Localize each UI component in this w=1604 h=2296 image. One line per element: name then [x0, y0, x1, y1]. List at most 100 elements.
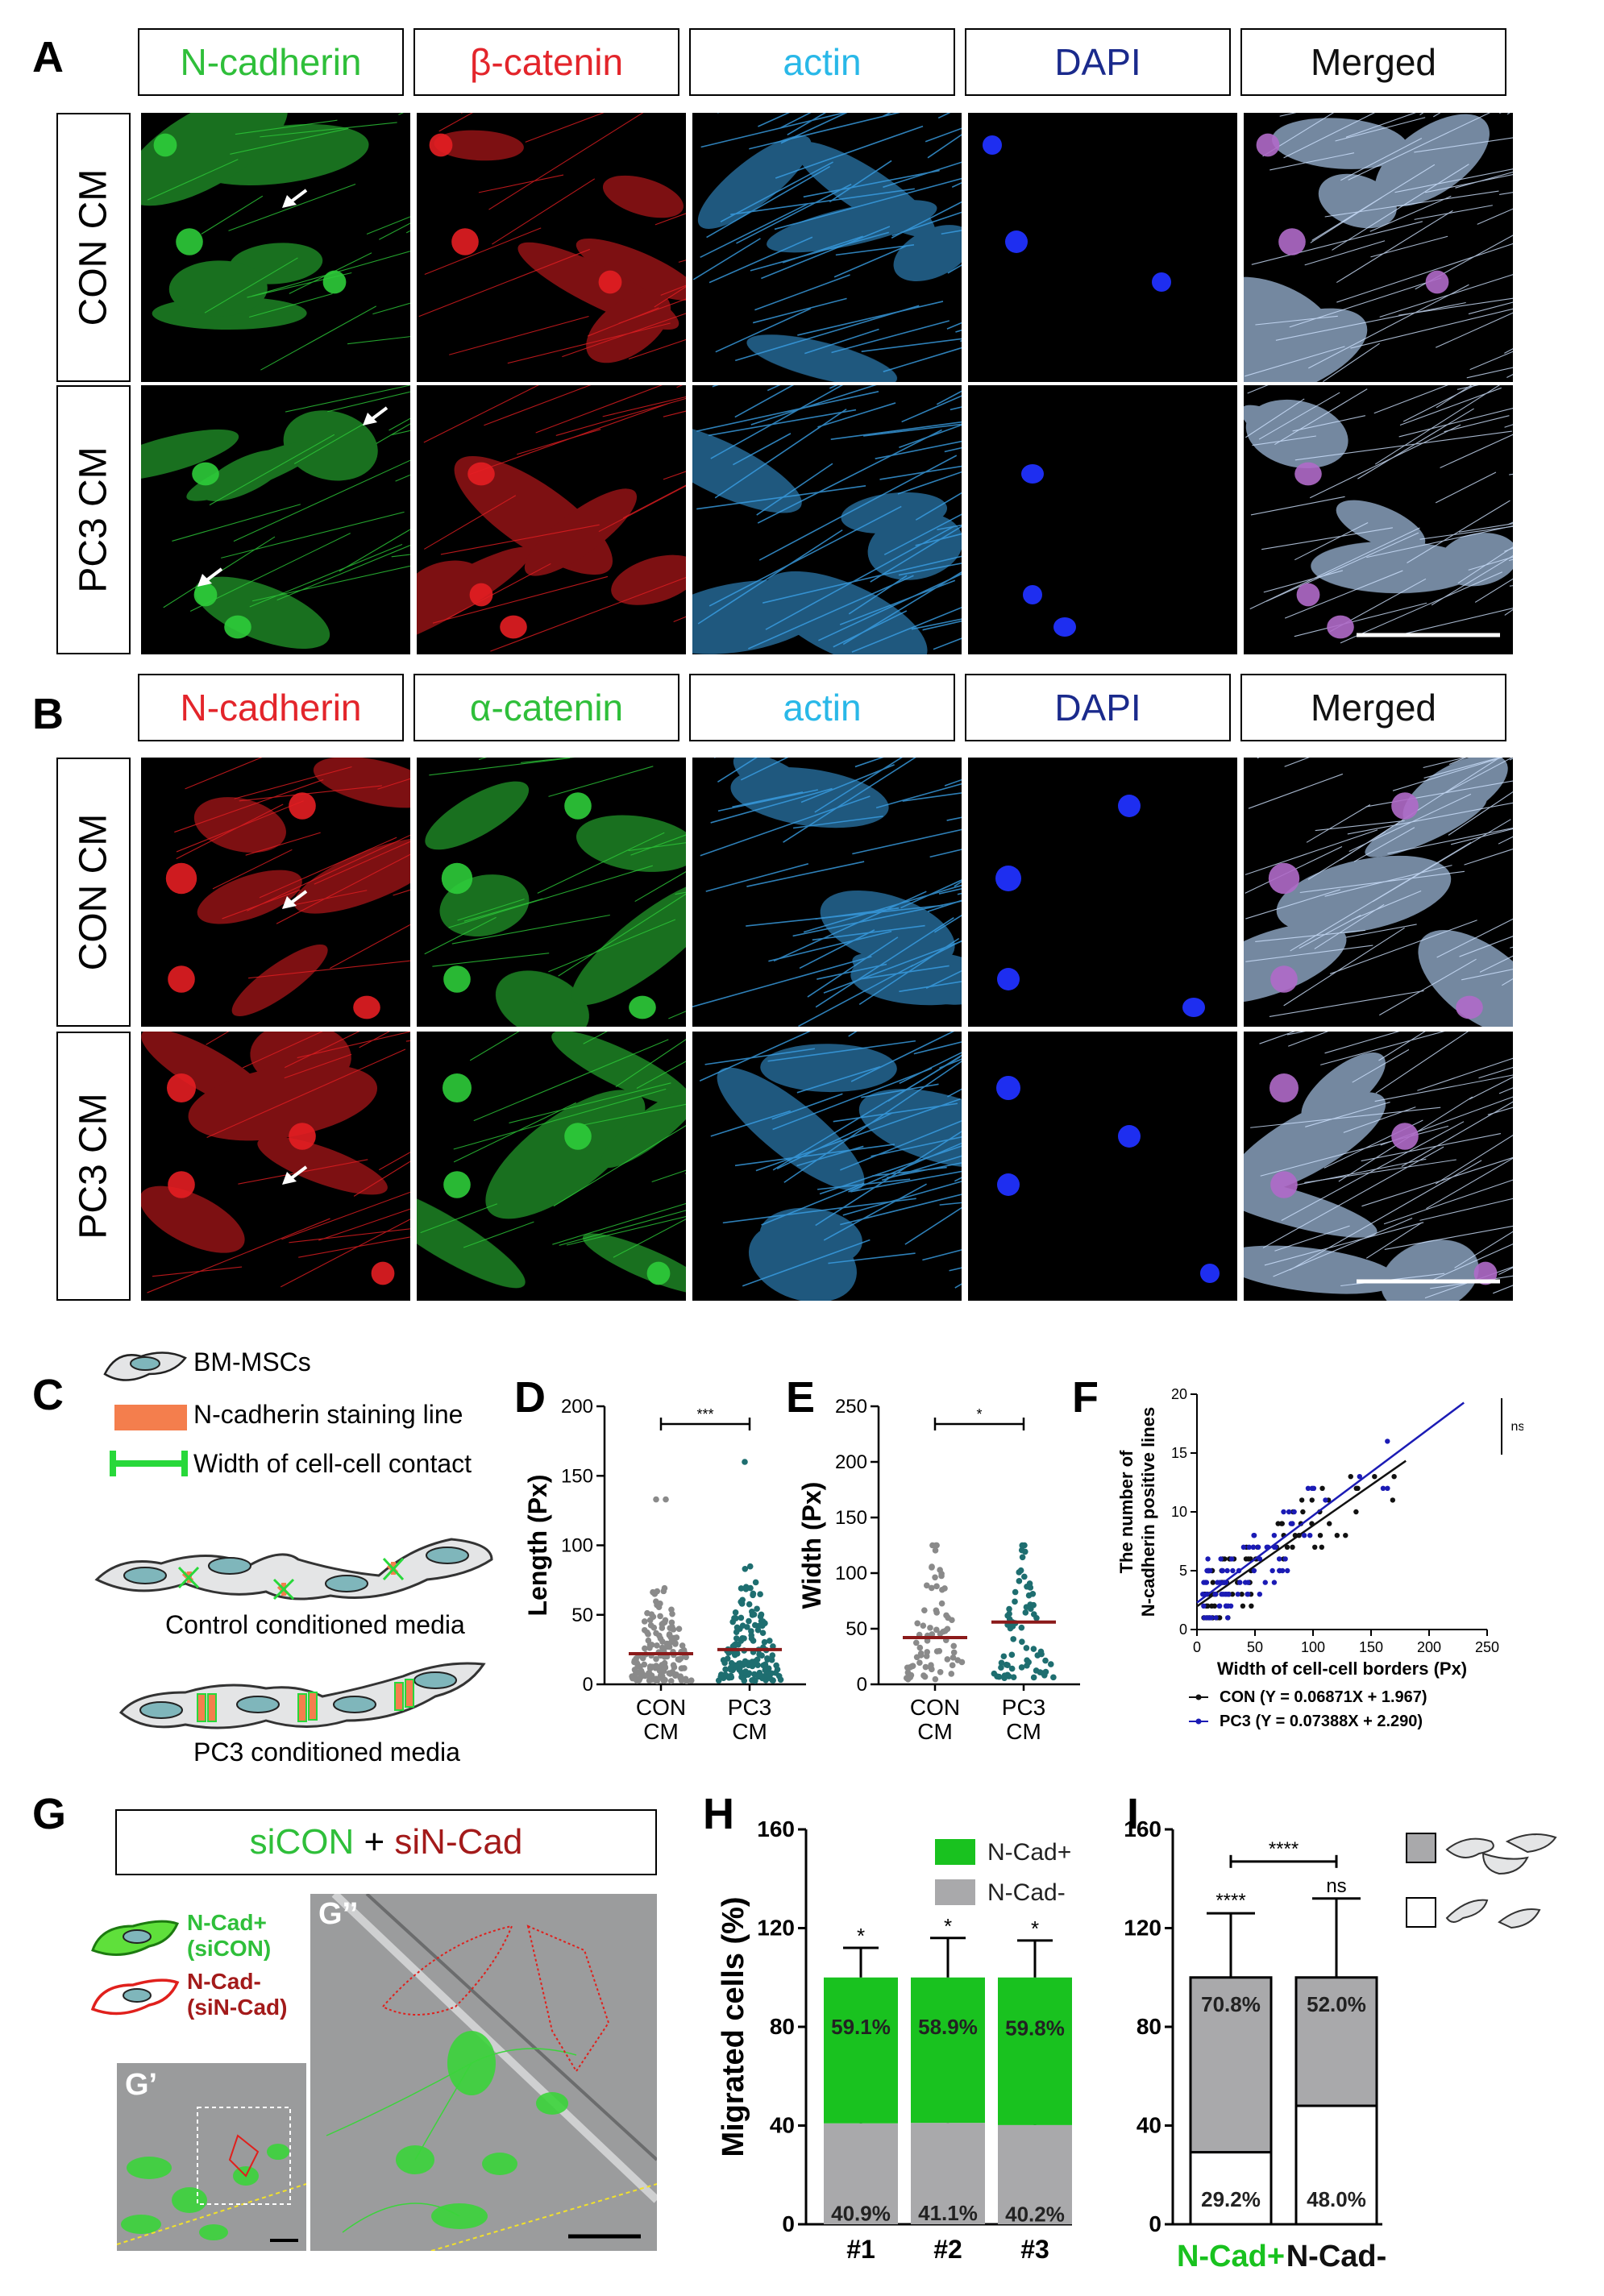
data-point — [653, 1655, 659, 1663]
data-point — [1201, 1603, 1207, 1609]
nucleus — [1294, 462, 1322, 486]
data-point — [938, 1600, 945, 1607]
fiber — [398, 113, 405, 115]
fiber — [1361, 1156, 1513, 1207]
data-point — [733, 1624, 741, 1631]
data-point — [733, 1629, 740, 1635]
data-point — [1030, 1674, 1037, 1681]
fiber — [204, 257, 298, 313]
nucleus — [1456, 995, 1483, 1019]
fiber — [936, 390, 962, 405]
data-point — [1211, 1603, 1218, 1609]
data-point — [1286, 1509, 1292, 1515]
fiber — [734, 305, 920, 362]
data-point — [998, 1664, 1004, 1671]
panel-label-d: D — [514, 1373, 546, 1422]
fiber — [927, 899, 962, 912]
data-point — [916, 1659, 923, 1667]
fibers — [423, 385, 686, 652]
micrograph-a-r1-c4 — [1244, 385, 1513, 654]
fiber — [558, 893, 686, 977]
row-label-text: CON CM — [72, 168, 115, 326]
data-point — [937, 1668, 944, 1675]
bar-value-label: 70.8% — [1201, 1992, 1261, 2016]
data-point — [924, 1582, 930, 1589]
fiber — [432, 953, 550, 967]
fiber — [807, 936, 899, 998]
fiber — [904, 1206, 962, 1245]
cell-body — [733, 758, 821, 812]
fiber — [803, 169, 940, 198]
x-tick-label: 0 — [1193, 1639, 1201, 1655]
fiber — [1373, 385, 1448, 414]
fiber — [347, 336, 410, 345]
significance-label: * — [857, 1924, 865, 1948]
fiber — [1295, 1158, 1427, 1186]
data-point — [1348, 1474, 1353, 1480]
fiber — [1440, 434, 1513, 468]
legend-ncad-neg-line1: N-Cad- — [187, 1969, 261, 1994]
micrograph-a-r1-c2 — [692, 385, 962, 654]
fiber — [507, 322, 671, 364]
significance-label: **** — [1215, 1890, 1245, 1912]
fiber — [1336, 210, 1453, 284]
cell-body — [293, 837, 410, 914]
fiber — [1370, 235, 1448, 258]
data-point — [1026, 1580, 1033, 1587]
data-point — [1391, 1474, 1397, 1480]
data-point — [1317, 1533, 1324, 1538]
nucleus — [996, 1076, 1020, 1100]
legend-width-contact: Width of cell-cell contact — [193, 1449, 472, 1478]
fiber — [1461, 969, 1513, 981]
data-point — [744, 1624, 750, 1630]
data-point — [1228, 1556, 1235, 1562]
fiber — [815, 917, 954, 1008]
data-point — [944, 1625, 951, 1633]
x-tick-label: CM — [643, 1719, 679, 1744]
fiber — [469, 403, 668, 475]
fiber — [817, 963, 887, 980]
data-point — [1030, 1601, 1037, 1609]
data-point — [933, 1583, 940, 1590]
fiber — [915, 533, 962, 546]
nucleus — [1053, 617, 1076, 637]
data-point — [1016, 1578, 1023, 1584]
fiber — [622, 484, 686, 519]
fiber — [891, 211, 962, 237]
fiber — [1245, 346, 1345, 377]
nucleus — [629, 995, 656, 1019]
row-label-b-0: CON CM — [56, 758, 131, 1027]
fiber — [947, 1088, 962, 1098]
data-point — [1290, 1544, 1295, 1550]
fiber — [1336, 243, 1513, 303]
data-point — [949, 1662, 956, 1669]
fiber — [488, 113, 644, 210]
x-tick-label: 250 — [1475, 1639, 1499, 1655]
nucleus — [564, 792, 592, 820]
fiber — [1294, 602, 1427, 637]
micrograph-b-r0-c1 — [417, 758, 686, 1027]
fiber — [1289, 1160, 1482, 1271]
data-point — [642, 1645, 648, 1652]
fiber — [818, 573, 962, 641]
cell-body — [748, 1222, 857, 1301]
y-tick-label: 100 — [835, 1563, 867, 1584]
fiber — [172, 504, 301, 542]
fiber — [1435, 312, 1513, 348]
nucleus — [500, 615, 527, 639]
data-point — [770, 1643, 776, 1650]
y-tick-label: 200 — [835, 1451, 867, 1473]
fiber — [1450, 828, 1513, 845]
fiber — [212, 849, 293, 890]
fiber — [1324, 1032, 1400, 1054]
fiber — [1284, 570, 1403, 619]
fiber — [1384, 1225, 1513, 1250]
fiber — [717, 789, 818, 812]
micrograph-a-r1-c1 — [417, 385, 686, 654]
fiber — [1402, 385, 1476, 422]
fiber — [700, 203, 808, 259]
cell-body — [313, 758, 410, 808]
micrograph-b-r1-c2 — [692, 1032, 962, 1301]
legend-ncad-neg-line2: (siN-Cad) — [187, 1995, 288, 2020]
